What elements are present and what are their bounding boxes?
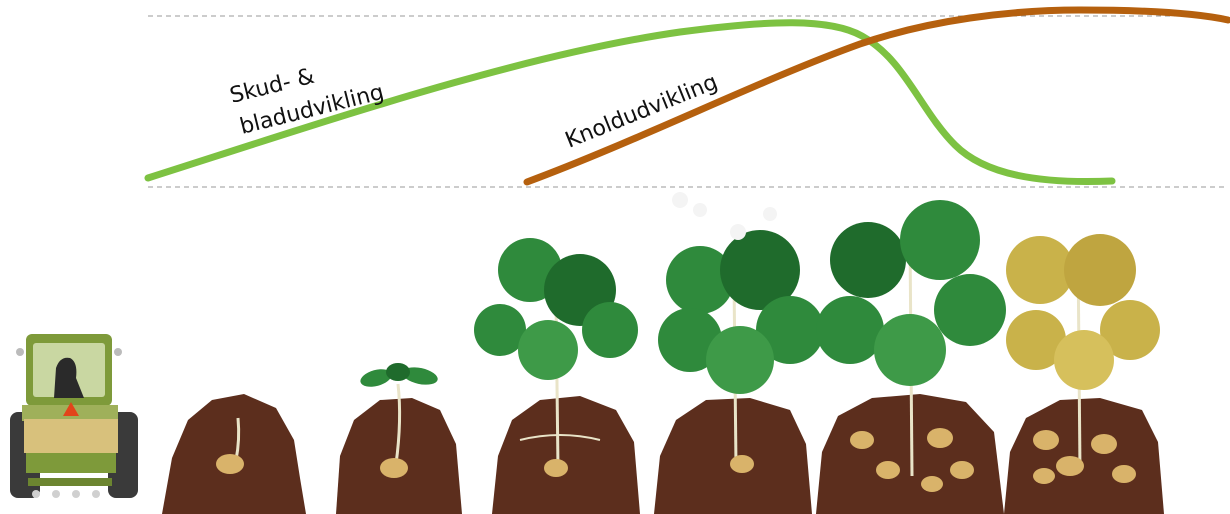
tuber-bulking-plant-icon <box>816 200 1006 514</box>
young-potato-plant-icon <box>474 238 640 514</box>
sprouting-potato-icon <box>336 363 462 514</box>
seed-potato-icon <box>162 394 306 514</box>
tuber-development-curve <box>527 10 1228 182</box>
tractor-icon <box>10 334 138 498</box>
senescent-potato-plant-icon <box>1004 234 1164 514</box>
flowering-potato-plant-icon <box>654 192 824 514</box>
